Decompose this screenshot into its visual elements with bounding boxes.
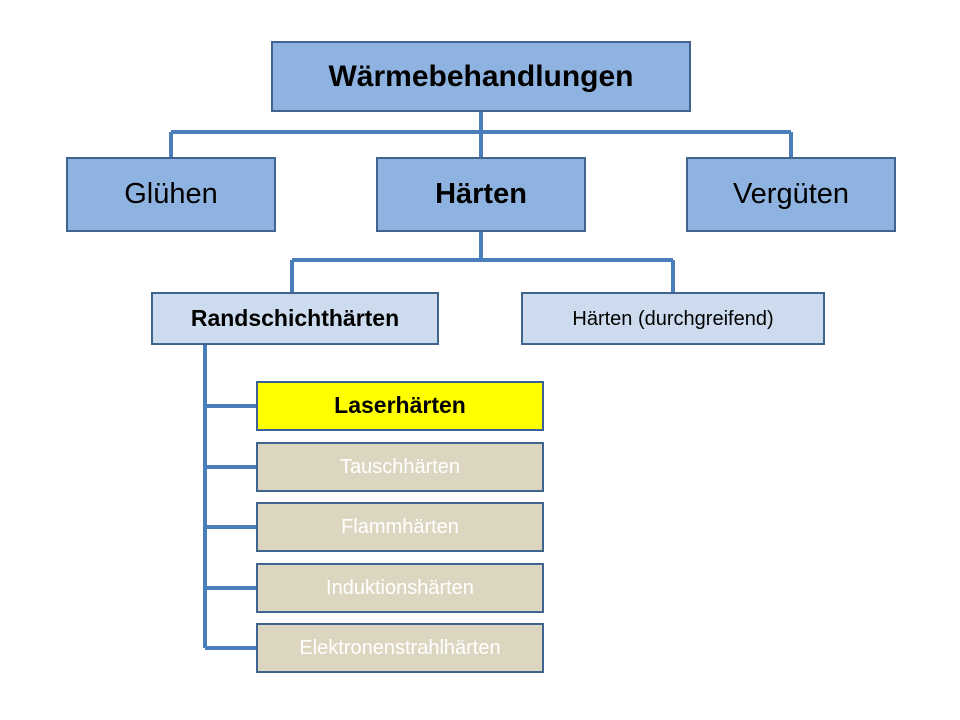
node-label: Randschichthärten: [190, 304, 400, 331]
node-label: Härten: [435, 177, 527, 210]
node-label: Härten (durchgreifend): [572, 307, 774, 330]
node-waermebehandlungen[interactable]: Wärmebehandlungen: [271, 41, 691, 112]
node-label: Elektronenstrahlhärten: [299, 637, 501, 659]
node-flammhaerten[interactable]: Flammhärten: [256, 502, 544, 552]
node-verguetung[interactable]: Vergüten: [686, 157, 896, 232]
node-label: Vergüten: [732, 177, 850, 210]
node-elektronenstrahlhaerten[interactable]: Elektronenstrahlhärten: [256, 623, 544, 673]
node-label: Induktionshärten: [326, 577, 474, 599]
node-tauschhaerten[interactable]: Tauschhärten: [256, 442, 544, 492]
node-induktionshaerten[interactable]: Induktionshärten: [256, 563, 544, 613]
node-haerten[interactable]: Härten: [376, 157, 586, 232]
node-label: Flammhärten: [341, 516, 459, 538]
node-label: Wärmebehandlungen: [328, 60, 634, 93]
node-gluehen[interactable]: Glühen: [66, 157, 276, 232]
node-label: Laserhärten: [334, 392, 466, 419]
node-laserhaerten[interactable]: Laserhärten: [256, 381, 544, 431]
node-haerten-durchgreifend[interactable]: Härten (durchgreifend): [521, 292, 825, 345]
node-label: Glühen: [124, 177, 218, 210]
node-label: Tauschhärten: [339, 456, 461, 478]
node-randschichthaerten[interactable]: Randschichthärten: [151, 292, 439, 345]
